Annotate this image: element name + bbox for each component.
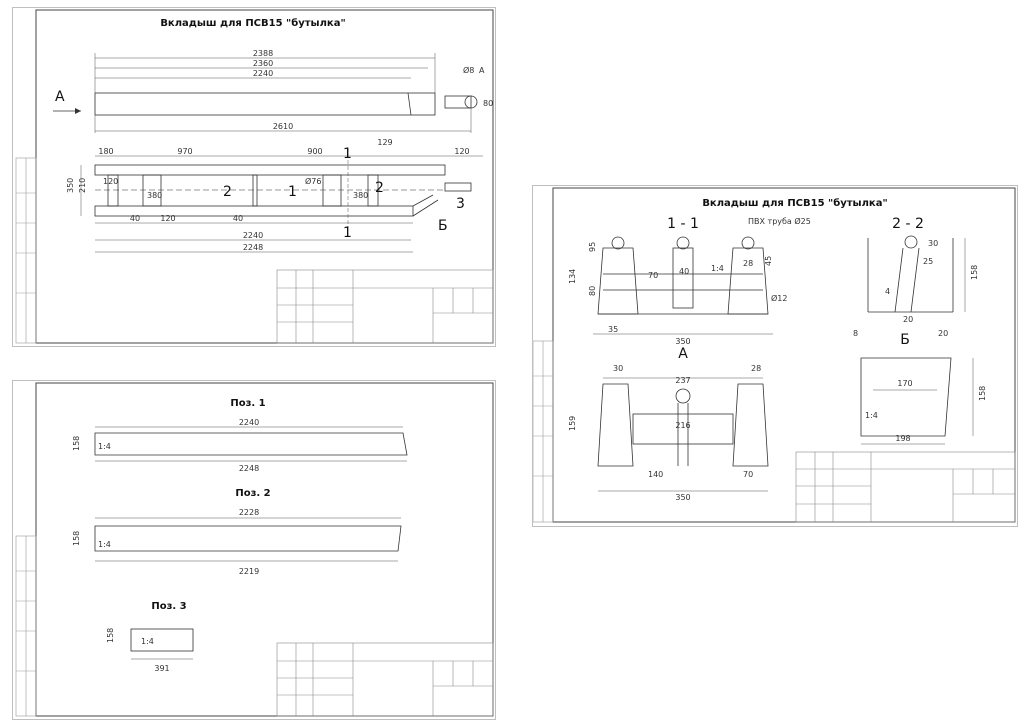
s11-dim-28: 28 bbox=[743, 259, 753, 268]
a-dim-70: 70 bbox=[743, 470, 753, 479]
section-22-shape bbox=[867, 235, 954, 313]
s11-dim-35: 35 bbox=[608, 325, 618, 334]
s22-dim-25: 25 bbox=[923, 257, 933, 266]
pos3-mark: 1:4 bbox=[141, 637, 154, 646]
plan-bot-40a: 40 bbox=[130, 214, 140, 223]
section-mark-bottom: 1 bbox=[343, 225, 352, 241]
drawing-sheet-assembly: Вкладыш для ПСВ15 "бутылка" 2388 2360 22… bbox=[12, 7, 496, 347]
sheet1-title: Вкладыш для ПСВ15 "бутылка" bbox=[160, 17, 345, 29]
plan-bot-2248: 2248 bbox=[243, 243, 263, 252]
s22-dim-20: 20 bbox=[903, 315, 913, 324]
section-11-label: 1 - 1 bbox=[667, 216, 699, 232]
pos1-height-dim: 158 bbox=[72, 436, 81, 451]
view-b-shape bbox=[860, 357, 952, 437]
parts-drawing: Поз. 1 2240 2248 158 1:4 Поз. 2 2228 221… bbox=[15, 382, 494, 717]
view-a-shape bbox=[597, 383, 769, 467]
s11-dim-40: 40 bbox=[679, 267, 689, 276]
pos1-shape bbox=[94, 432, 408, 456]
plan-bot-120: 120 bbox=[160, 214, 175, 223]
s11-dim-134: 134 bbox=[568, 269, 577, 284]
pos3-shape bbox=[130, 628, 194, 652]
pipe-note: ПВХ труба Ø25 bbox=[748, 216, 811, 226]
section-mark-top: 1 bbox=[343, 146, 352, 162]
a-dim-30: 30 bbox=[613, 364, 623, 373]
pos2-bottom-dim: 2219 bbox=[239, 567, 259, 576]
b-dim-170: 170 bbox=[897, 379, 912, 388]
s11-dim-70: 70 bbox=[648, 271, 658, 280]
s11-dim-45: 45 bbox=[764, 256, 773, 266]
s11-dim-350: 350 bbox=[675, 337, 690, 346]
plan-inner-380a: 380 bbox=[147, 191, 162, 200]
plan-bot-2240: 2240 bbox=[243, 231, 263, 240]
s11-dim-12: Ø12 bbox=[771, 293, 787, 303]
position-1: 1 bbox=[288, 184, 297, 200]
b-dim-198: 198 bbox=[895, 434, 910, 443]
pos1-mark: 1:4 bbox=[98, 442, 111, 451]
b-dim-158: 158 bbox=[978, 386, 987, 401]
a-dim-237: 237 bbox=[675, 376, 690, 385]
a-dim-216: 216 bbox=[675, 421, 690, 430]
pos2-shape bbox=[94, 525, 402, 552]
a-dim-350: 350 bbox=[675, 493, 690, 502]
plan-dim-900: 900 bbox=[307, 147, 322, 156]
position-3: 3 bbox=[456, 196, 465, 212]
dim-2240: 2240 bbox=[253, 69, 273, 78]
sheet3-title: Вкладыш для ПСВ15 "бутылка" bbox=[702, 197, 887, 209]
section-mark-2: 2 bbox=[375, 180, 384, 196]
plan-dim-180: 180 bbox=[98, 147, 113, 156]
plan-left-120: 120 bbox=[103, 177, 118, 186]
drawing-sheet-parts: Поз. 1 2240 2248 158 1:4 Поз. 2 2228 221… bbox=[12, 380, 496, 720]
assembly-drawing: Вкладыш для ПСВ15 "бутылка" 2388 2360 22… bbox=[15, 9, 494, 344]
plan-dim-120: 120 bbox=[454, 147, 469, 156]
pos1-top-dim: 2240 bbox=[239, 418, 259, 427]
a-dim-28: 28 bbox=[751, 364, 761, 373]
position-2: 2 bbox=[223, 184, 232, 200]
pos2-height-dim: 158 bbox=[72, 531, 81, 546]
side-dim: 80 bbox=[483, 99, 493, 108]
hole-note: Ø8 bbox=[463, 65, 474, 75]
pos3-height-dim: 158 bbox=[106, 628, 115, 643]
section-11-shape bbox=[597, 236, 769, 315]
view-letter-a: А bbox=[55, 89, 65, 105]
pos3-label: Поз. 3 bbox=[151, 601, 186, 612]
s22-dim-158: 158 bbox=[970, 265, 979, 280]
sections-drawing: Вкладыш для ПСВ15 "бутылка" 1 - 1 ПВХ тр… bbox=[533, 187, 1016, 523]
b-scale: 1:4 bbox=[865, 411, 878, 420]
pos1-bottom-dim: 2248 bbox=[239, 464, 259, 473]
b-dim-8: 8 bbox=[853, 329, 858, 338]
view-a-label: А bbox=[678, 346, 688, 362]
s11-dim-80: 80 bbox=[588, 286, 597, 296]
pos1-label: Поз. 1 bbox=[230, 398, 265, 409]
a-dim-140: 140 bbox=[648, 470, 663, 479]
plan-left-350: 350 bbox=[66, 178, 75, 193]
dim-2610: 2610 bbox=[273, 122, 293, 131]
b-dim-20: 20 bbox=[938, 329, 948, 338]
pos2-top-dim: 2228 bbox=[239, 508, 259, 517]
drawing-sheet-sections: Вкладыш для ПСВ15 "бутылка" 1 - 1 ПВХ тр… bbox=[532, 185, 1018, 527]
plan-dim-970: 970 bbox=[177, 147, 192, 156]
s22-dim-4: 4 bbox=[885, 287, 890, 296]
hole-letter: А bbox=[479, 66, 485, 75]
plan-inner-380b: 380 bbox=[353, 191, 368, 200]
view-b-label: Б bbox=[900, 332, 910, 348]
plan-left-210: 210 bbox=[78, 178, 87, 193]
s11-scale: 1:4 bbox=[711, 264, 724, 273]
a-dim-159: 159 bbox=[568, 416, 577, 431]
s22-dim-30: 30 bbox=[928, 239, 938, 248]
s11-dim-95: 95 bbox=[588, 242, 597, 252]
section-22-label: 2 - 2 bbox=[892, 216, 924, 232]
letter-b: Б bbox=[438, 218, 448, 234]
dim-2388: 2388 bbox=[253, 49, 273, 58]
plan-inner-76: Ø76 bbox=[305, 176, 321, 186]
pos2-label: Поз. 2 bbox=[235, 488, 270, 499]
pos2-mark: 1:4 bbox=[98, 540, 111, 549]
pos3-width-dim: 391 bbox=[154, 664, 169, 673]
plan-dim-129: 129 bbox=[377, 138, 392, 147]
dim-2360: 2360 bbox=[253, 59, 273, 68]
plan-bot-40b: 40 bbox=[233, 214, 243, 223]
